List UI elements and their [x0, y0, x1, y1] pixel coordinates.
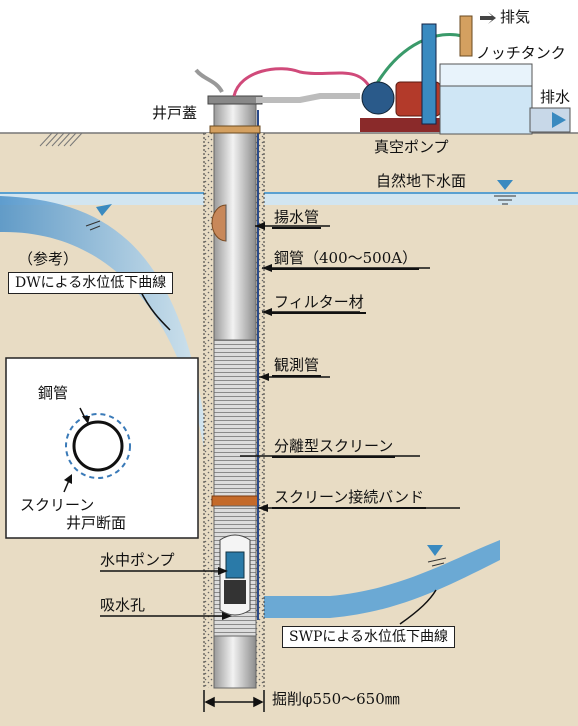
submersible-pump-label: 水中ポンプ: [100, 551, 175, 569]
excavation-dimension: [203, 690, 265, 712]
inset-screen-circle: [65, 413, 131, 479]
water-level-marker-dw: [85, 204, 112, 231]
excavation-label: 掘削φ550～650㎜: [272, 690, 400, 708]
suction-pipe: [256, 93, 360, 103]
well-cover-label: 井戸蓋: [152, 104, 198, 122]
ground-hatch: [39, 132, 83, 147]
screen-section: [213, 339, 257, 501]
notch-tank-label: ノッチタンク: [476, 44, 566, 62]
observation-pipe-label: 観測管: [272, 356, 322, 377]
drain-label: 排水: [540, 88, 571, 106]
water-level-marker-swp: [427, 545, 447, 567]
pumping-pipe-cutaway: [211, 204, 227, 242]
hose-pink: [232, 67, 374, 97]
filter-material-label: フィルター材: [272, 293, 366, 314]
submersible-pump: [219, 534, 251, 616]
inset-section-label: 井戸断面: [66, 514, 127, 532]
exhaust-arrow: [480, 12, 496, 24]
reference-label: （参考）: [18, 250, 79, 268]
bottom-pipe: [213, 635, 257, 689]
inset-steel-circle: [72, 420, 124, 472]
groundwater-level-label: 自然地下水面: [376, 172, 467, 190]
intake-hole-label: 吸水孔: [100, 596, 146, 614]
groundwater-band: [0, 192, 578, 205]
dw-drawdown-curve: [0, 196, 206, 460]
hose-green: [370, 32, 463, 93]
inset-steel-pipe-label: 鋼管: [38, 384, 69, 402]
water-level-marker-right: [494, 180, 516, 205]
pumping-pipe-label: 揚水管: [272, 208, 322, 229]
well-cover: [207, 95, 263, 105]
separated-screen-label: 分離型スクリーン: [272, 437, 396, 458]
leader-arrowheads: [218, 222, 272, 620]
steel-pipe-label: 鋼管（400～500A）: [272, 249, 420, 270]
screen-band-label: スクリーン接続バンド: [272, 488, 427, 509]
dw-curve-label: DWによる水位低下曲線: [8, 272, 174, 294]
exhaust-label: 排気: [500, 8, 531, 26]
screen-band: [211, 495, 259, 507]
swp-curve-label: SWPによる水位低下曲線: [282, 626, 455, 648]
inset-screen-label: スクリーン: [20, 496, 95, 514]
drain-arrow: [552, 112, 566, 128]
swp-drawdown-curve: [262, 540, 500, 618]
vacuum-pump-label: 真空ポンプ: [374, 138, 449, 156]
